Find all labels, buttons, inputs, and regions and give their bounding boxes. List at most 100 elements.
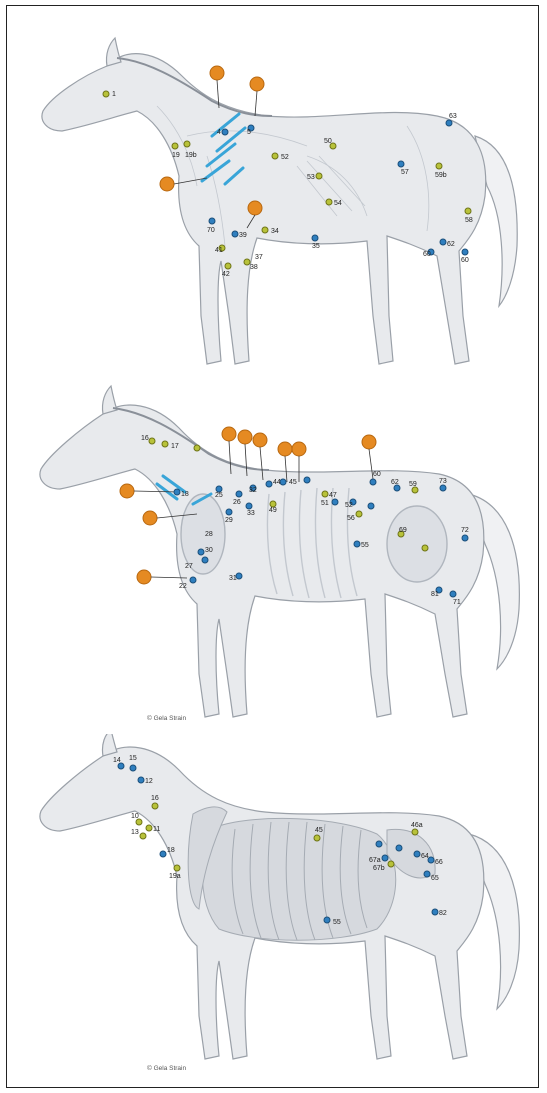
acupoint: [356, 511, 362, 517]
point-label: 70: [207, 227, 215, 234]
point-label: 37: [255, 254, 263, 261]
acupoint: [103, 91, 109, 97]
point-label: 41: [215, 247, 223, 254]
point-label: 45: [315, 827, 323, 834]
acupoint: [232, 231, 238, 237]
point-label: 35: [312, 243, 320, 250]
point-label: 39: [239, 232, 247, 239]
point-label: 22: [179, 583, 187, 590]
copyright-text: © Gela Strain: [147, 1064, 186, 1072]
horse-illustration-1: 1 19 19b 4 5 52 50 53 54 57 59b 63 58 70…: [7, 16, 540, 376]
callout-marker: [160, 177, 174, 191]
point-label: 32: [249, 487, 257, 494]
acupoint: [322, 491, 328, 497]
point-label: 50: [324, 138, 332, 145]
horse-illustration-2: 16 17 18 25 26 28 29 30 31 32 33 44 45 4…: [7, 384, 540, 734]
acupoint: [190, 577, 196, 583]
point-label: 27: [185, 563, 193, 570]
point-label: 16: [141, 435, 149, 442]
point-label: 53: [307, 174, 315, 181]
point-label: 34: [271, 228, 279, 235]
acupoint: [440, 485, 446, 491]
acupoint: [174, 489, 180, 495]
point-label: 11: [153, 826, 160, 833]
acupoint: [436, 163, 442, 169]
point-label: 52: [345, 502, 353, 509]
acupoint: [396, 845, 402, 851]
acupoint: [368, 503, 374, 509]
copyright-text: © Gela Strain: [147, 714, 186, 722]
point-label: 1: [112, 91, 116, 98]
acupoint: [450, 591, 456, 597]
point-label: 59: [409, 481, 417, 488]
acupoint: [446, 120, 452, 126]
acupoint: [160, 851, 166, 857]
callout-marker: [250, 77, 264, 91]
acupoint: [324, 917, 330, 923]
horse-body: [42, 38, 517, 364]
point-label: 25: [215, 492, 223, 499]
acupoint: [382, 855, 388, 861]
callout-marker: [143, 511, 157, 525]
point-label: 56: [347, 515, 355, 522]
point-label: 38: [250, 264, 258, 271]
acupoint: [428, 857, 434, 863]
acupoint: [140, 833, 146, 839]
panel-deep-muscles: 16 17 18 25 26 28 29 30 31 32 33 44 45 4…: [7, 384, 540, 734]
acupoint: [198, 549, 204, 555]
panel-skeleton: 14 15 12 16 11 10 13 18 19a 45 46a 67a 6…: [7, 734, 540, 1084]
acupoint: [174, 865, 180, 871]
callout-marker: [238, 430, 252, 444]
acupoint: [209, 218, 215, 224]
acupoint: [272, 153, 278, 159]
point-label: 62: [447, 241, 455, 248]
point-label: 19: [172, 152, 180, 159]
acupoint: [226, 509, 232, 515]
acupoint: [152, 803, 158, 809]
acupoint: [326, 199, 332, 205]
acupoint: [262, 227, 268, 233]
point-label: 4: [217, 129, 221, 136]
callout-marker: [210, 66, 224, 80]
point-label: 66: [435, 859, 443, 866]
callout-marker: [248, 201, 262, 215]
point-label: 33: [247, 510, 255, 517]
point-label: 19a: [169, 873, 181, 880]
point-label: 18: [181, 491, 189, 498]
acupoint: [376, 841, 382, 847]
point-label: 65: [431, 875, 439, 882]
acupoint: [236, 491, 242, 497]
callout-marker: [292, 442, 306, 456]
point-label: 17: [171, 443, 179, 450]
point-label: 49: [269, 507, 277, 514]
point-label: 62: [391, 479, 399, 486]
acupoint: [280, 479, 286, 485]
acupoint: [202, 557, 208, 563]
acupoint: [162, 441, 168, 447]
acupoint: [130, 765, 136, 771]
acupoint: [424, 871, 430, 877]
callout-marker: [222, 427, 236, 441]
point-label: 12: [145, 778, 153, 785]
point-label: 14: [113, 757, 121, 764]
point-label: 18: [167, 847, 175, 854]
point-label: 55: [333, 919, 341, 926]
horse-body: [40, 386, 519, 717]
acupoint: [432, 909, 438, 915]
point-label: 52: [281, 154, 289, 161]
acupoint: [316, 173, 322, 179]
point-label: 13: [131, 829, 139, 836]
point-label: 72: [461, 527, 469, 534]
acupoint: [225, 263, 231, 269]
point-label: 42: [222, 271, 230, 278]
acupoint: [236, 573, 242, 579]
point-label: 69: [399, 527, 407, 534]
point-label: 71: [453, 599, 461, 606]
point-label: 54: [334, 200, 342, 207]
acupoint: [172, 143, 178, 149]
acupoint: [312, 235, 318, 241]
acupoint: [266, 481, 272, 487]
acupoint: [149, 438, 155, 444]
point-label: 63: [449, 113, 457, 120]
acupoint: [414, 851, 420, 857]
